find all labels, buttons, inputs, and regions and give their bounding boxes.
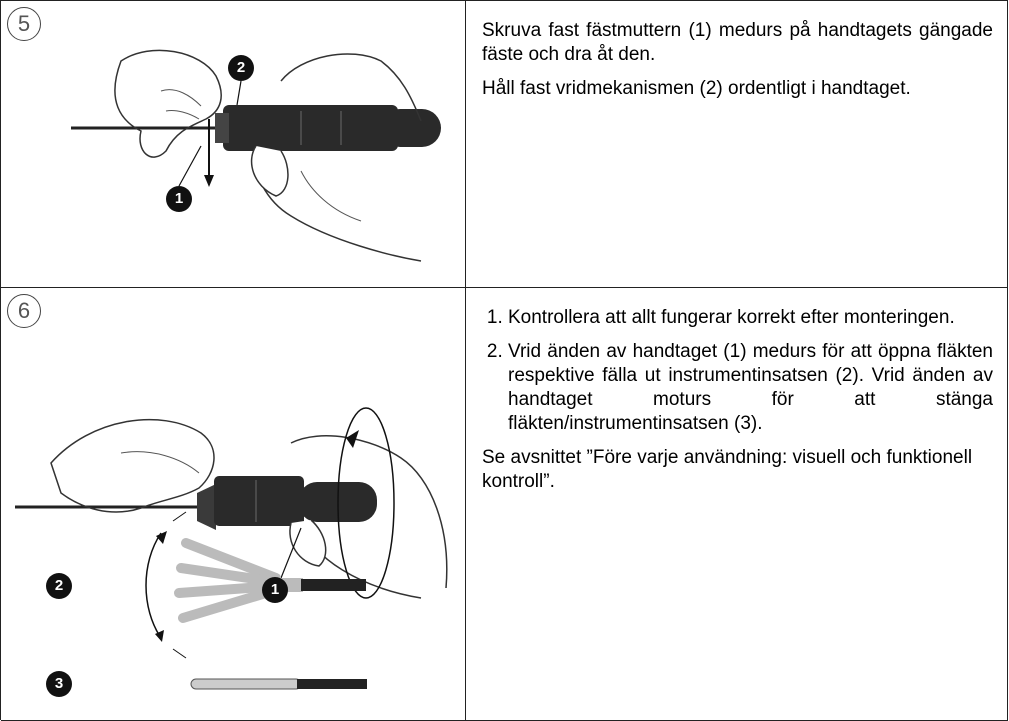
step-number-badge: 5 xyxy=(7,7,41,41)
list-item: Kontrollera att allt fungerar korrekt ef… xyxy=(508,306,993,330)
callout-label: 1 xyxy=(166,186,192,212)
callout-label: 2 xyxy=(46,573,72,599)
step-number-badge: 6 xyxy=(7,294,41,328)
step-6-text: Kontrollera att allt fungerar korrekt ef… xyxy=(466,288,1008,720)
fan-open-drawing xyxy=(146,512,366,658)
list-item: Vrid änden av handtaget (1) medurs för a… xyxy=(508,340,993,436)
callout-label: 3 xyxy=(46,671,72,697)
insert-closed-drawing xyxy=(191,679,367,689)
reference-note: Se avsnittet ”Före varje användning: vis… xyxy=(482,446,993,494)
step-6-figure: 6 1 2 3 xyxy=(1,288,466,720)
instruction-paragraph: Skruva fast fästmuttern (1) medurs på ha… xyxy=(482,19,993,67)
instruction-list: Kontrollera att allt fungerar korrekt ef… xyxy=(482,306,993,436)
step-row-6: 6 1 2 3 Kontrollera att allt fungerar ko… xyxy=(1,288,1008,721)
handle-rotation-illustration xyxy=(1,288,465,720)
callout-label: 2 xyxy=(228,55,254,81)
instruction-paragraph: Håll fast vridmekanismen (2) ordentligt … xyxy=(482,77,993,101)
handle-assembly-illustration xyxy=(1,1,465,287)
step-row-5: 5 2 1 Skruva fast fästmuttern (1) medurs… xyxy=(1,1,1008,288)
step-5-text: Skruva fast fästmuttern (1) medurs på ha… xyxy=(466,1,1008,287)
step-5-figure: 5 2 1 xyxy=(1,1,466,287)
callout-label: 1 xyxy=(262,577,288,603)
